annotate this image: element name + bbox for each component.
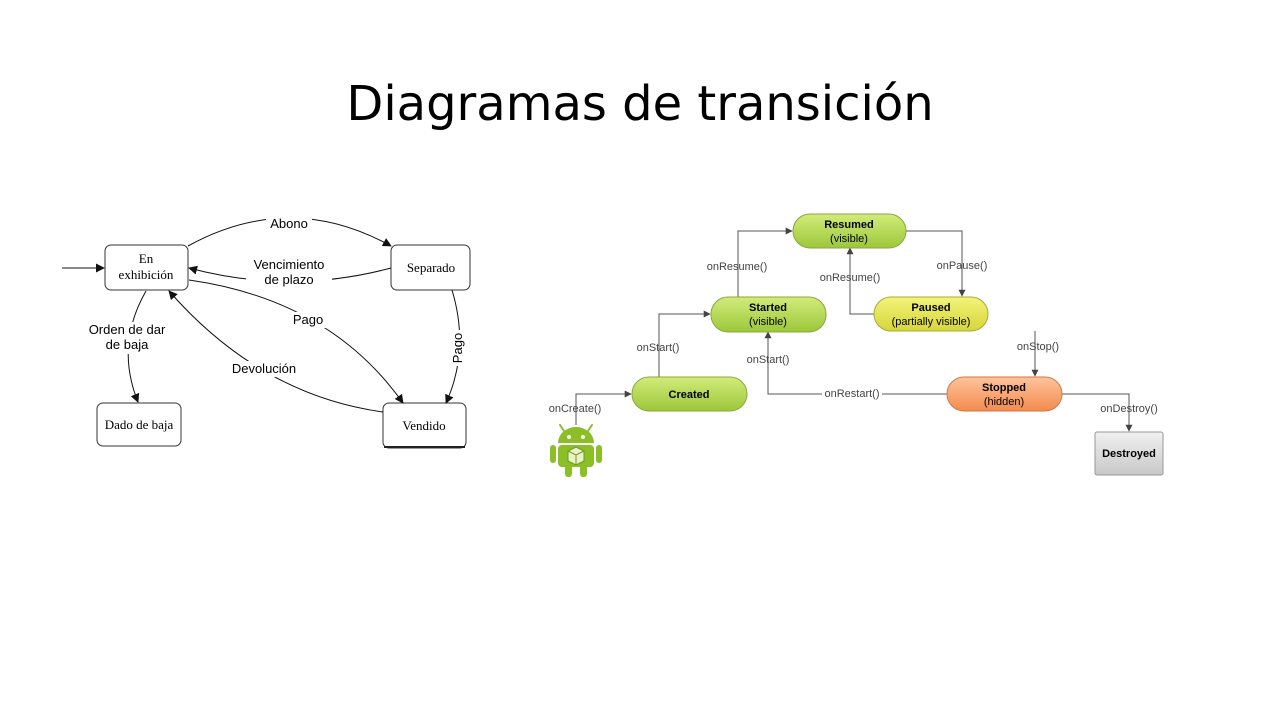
label-vencimiento-line1: Vencimiento: [254, 257, 325, 272]
state-started: Started (visible): [710, 296, 827, 333]
activity-lifecycle-diagram: onCreate() onStart() onResume() onResume…: [549, 213, 1164, 477]
arrow-on-resume-1: [737, 227, 793, 297]
state-stopped-sub: (hidden): [984, 396, 1024, 408]
state-separado-label: Separado: [407, 260, 455, 275]
android-robot-icon: [550, 424, 602, 477]
state-paused-sub: (partially visible): [892, 316, 971, 328]
sales-state-diagram: En exhibición Separado Dado de baja Vend…: [62, 215, 471, 449]
state-resumed-name: Resumed: [824, 219, 874, 231]
state-destroyed-name: Destroyed: [1102, 448, 1156, 460]
state-paused-name: Paused: [911, 302, 950, 314]
arrow-devolucion: [168, 290, 384, 413]
arrow-on-start-1: [658, 310, 711, 377]
label-pago-separado: Pago: [450, 333, 465, 363]
state-vendido-label: Vendido: [402, 418, 445, 433]
state-dado-de-baja: Dado de baja: [96, 402, 182, 447]
label-on-start-2: onStart(): [747, 354, 790, 366]
state-created: Created: [631, 376, 748, 412]
state-en-exhibicion-line2: exhibición: [119, 267, 174, 282]
state-dado-de-baja-label: Dado de baja: [105, 417, 174, 432]
label-on-stop: onStop(): [1017, 341, 1059, 353]
label-on-start-1: onStart(): [637, 342, 680, 354]
state-resumed: Resumed (visible): [792, 213, 907, 249]
state-created-name: Created: [669, 389, 710, 401]
state-en-exhibicion-line1: En: [139, 251, 154, 266]
label-on-resume-1: onResume(): [707, 261, 768, 273]
slide-title: Diagramas de transición: [346, 76, 934, 132]
label-on-restart: onRestart(): [824, 388, 879, 400]
arrow-on-resume-2: [846, 247, 874, 315]
label-on-destroy: onDestroy(): [1100, 403, 1157, 415]
state-destroyed: Destroyed: [1094, 431, 1164, 476]
state-stopped-name: Stopped: [982, 382, 1026, 394]
arrow-on-pause: [906, 230, 966, 297]
label-abono: Abono: [270, 216, 308, 231]
label-on-pause: onPause(): [937, 260, 988, 272]
label-orden-line1: Orden de dar: [89, 322, 166, 337]
arrow-on-create: [575, 390, 632, 425]
label-on-resume-2: onResume(): [820, 272, 881, 284]
state-started-name: Started: [749, 302, 787, 314]
label-devolucion: Devolución: [232, 361, 296, 376]
state-en-exhibicion: En exhibición: [104, 244, 189, 291]
arrow-on-restart: [764, 331, 947, 395]
label-vencimiento-line2: de plazo: [264, 272, 313, 287]
state-separado: Separado: [390, 244, 471, 291]
state-resumed-sub: (visible): [830, 233, 868, 245]
label-on-create: onCreate(): [549, 403, 602, 415]
arrow-on-destroy: [1062, 393, 1133, 432]
state-paused: Paused (partially visible): [873, 296, 989, 332]
state-vendido: Vendido: [382, 402, 467, 449]
label-orden-line2: de baja: [106, 337, 149, 352]
state-stopped: Stopped (hidden): [946, 376, 1063, 412]
label-pago-direct: Pago: [293, 312, 323, 327]
state-started-sub: (visible): [749, 316, 787, 328]
